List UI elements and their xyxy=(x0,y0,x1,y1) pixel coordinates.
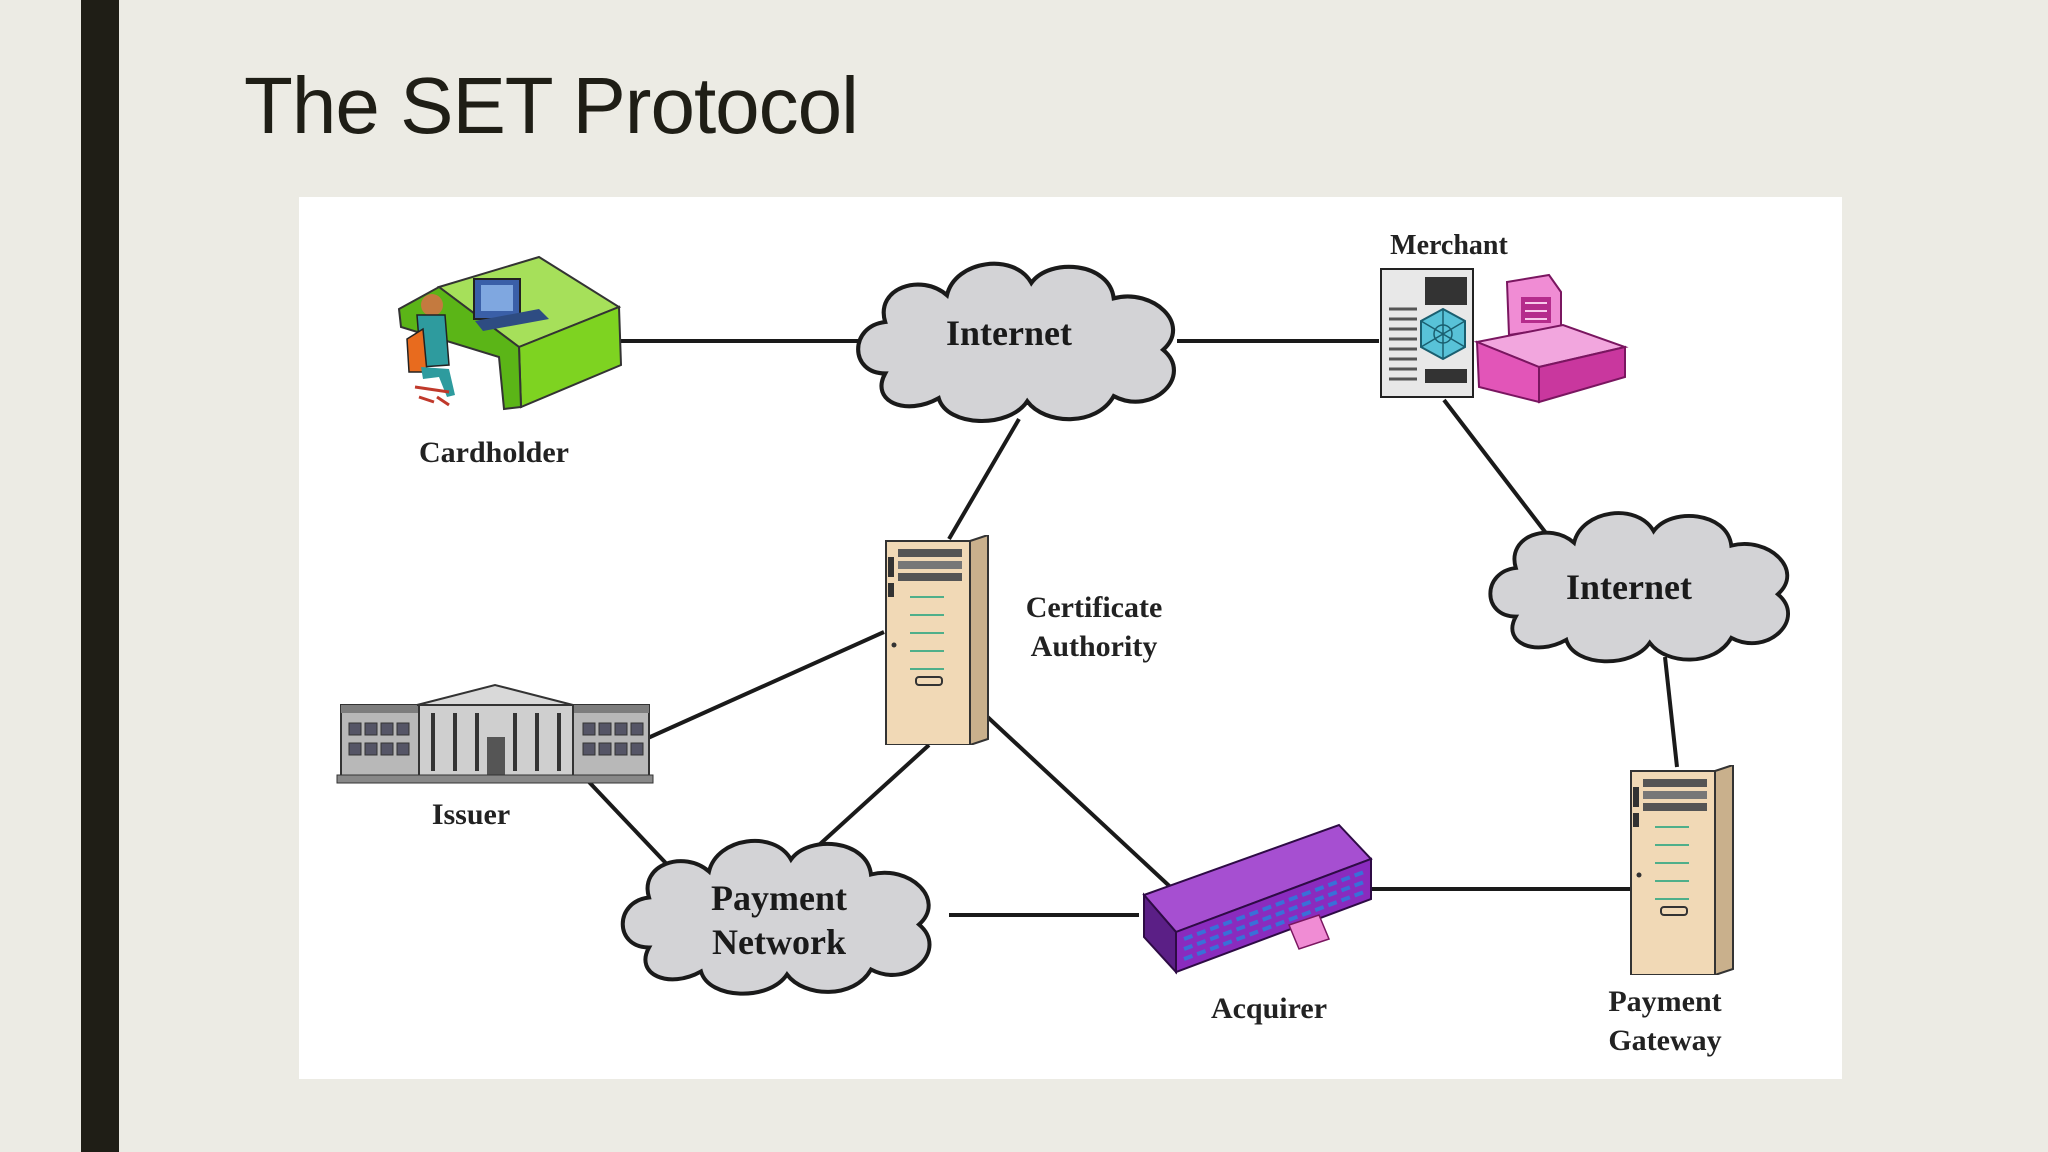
acquirer-label: Acquirer xyxy=(1211,992,1327,1025)
cash-register-icon xyxy=(1473,273,1629,404)
slide-title: The SET Protocol xyxy=(244,61,859,150)
web-storefront-icon xyxy=(1380,268,1474,398)
office-building-icon xyxy=(1142,823,1373,975)
merchant-label: Merchant xyxy=(1390,230,1508,261)
connection-lines xyxy=(587,339,1679,917)
ca-label-line2: Authority xyxy=(1031,630,1158,663)
internet-right-label: Internet xyxy=(1566,567,1692,607)
payment-gateway-label-line2: Gateway xyxy=(1608,1024,1721,1057)
payment-network-label-line1: Payment xyxy=(711,878,847,918)
payment-network-label-line2: Network xyxy=(712,922,846,962)
payment-gateway-label-line1: Payment xyxy=(1608,985,1721,1018)
line-internet-ca xyxy=(947,417,1021,541)
line-issuer-network xyxy=(587,780,681,879)
line-ca-acquirer xyxy=(977,707,1181,897)
line-merchant-internet xyxy=(1442,398,1551,539)
cardholder-label: Cardholder xyxy=(419,436,569,469)
server-tower-icon xyxy=(1630,765,1734,975)
line-ca-network xyxy=(817,743,931,847)
internet-top-label: Internet xyxy=(946,313,1072,353)
line-issuer-ca xyxy=(638,630,885,744)
accent-bar xyxy=(81,0,119,1152)
ca-label-line1: Certificate xyxy=(1026,591,1163,624)
bank-building-icon xyxy=(336,683,654,784)
set-protocol-diagram: Cardholder Internet Merchant xyxy=(299,197,1842,1079)
issuer-label: Issuer xyxy=(432,798,510,831)
server-tower-icon xyxy=(885,535,989,745)
person-at-computer-desk-icon xyxy=(397,255,623,411)
line-internet-gateway xyxy=(1663,656,1679,768)
